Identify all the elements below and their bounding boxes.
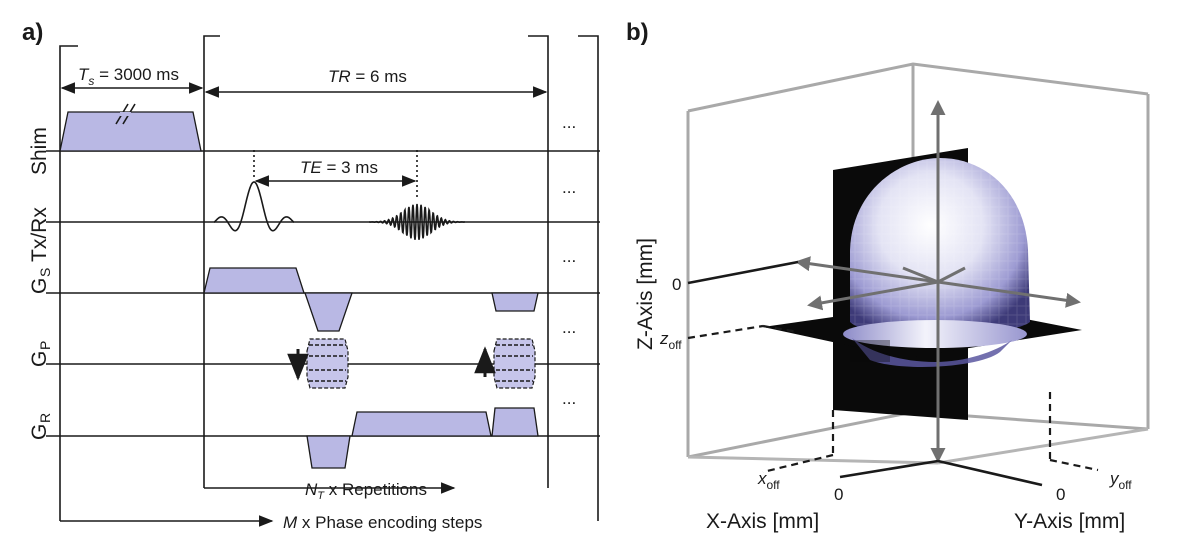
z-zero-label: 0 xyxy=(672,275,681,294)
channel-labels: Tx/Rx Shim G S G P G R xyxy=(28,127,53,440)
te-label: TE = 3 ms xyxy=(300,158,378,177)
repetitions-label: NT x Repetitions xyxy=(305,480,427,502)
panel-b-label: b) xyxy=(626,19,649,46)
svg-text:TR = 6 ms: TR = 6 ms xyxy=(328,67,407,86)
coordinate-axes xyxy=(795,100,1081,463)
svg-text:...: ... xyxy=(562,389,576,408)
panel-a: a) Tx/Rx Shim G S G P G R xyxy=(22,19,600,532)
y-axis-label: Y-Axis [mm] xyxy=(1014,510,1125,533)
svg-text:G: G xyxy=(28,351,51,367)
svg-text:P: P xyxy=(37,341,53,350)
channel-label-txrx: Tx/Rx xyxy=(28,207,51,262)
x-offset-label: xoff xyxy=(757,469,780,492)
svg-text:Ts = 3000 ms: Ts = 3000 ms xyxy=(78,65,179,88)
tr-annotation: TR = 6 ms xyxy=(204,67,548,98)
readout-gradient xyxy=(306,407,539,469)
channel-label-gr: G R xyxy=(28,413,53,440)
rf-signals: TE = 3 ms xyxy=(213,150,465,240)
x-zero-label: 0 xyxy=(834,485,843,504)
reference-lines xyxy=(687,260,1099,487)
panel-a-label: a) xyxy=(22,19,43,46)
phase-gradient xyxy=(287,338,536,389)
y-zero-label: 0 xyxy=(1056,485,1065,504)
shim-pulse xyxy=(59,103,202,152)
svg-text:S: S xyxy=(37,268,53,277)
continuation-dots: ... ... ... ... ... xyxy=(562,113,576,408)
bounding-box-front xyxy=(687,427,1149,465)
timing-brackets xyxy=(59,35,599,527)
svg-text:G: G xyxy=(28,424,51,440)
channel-label-gp: G P xyxy=(28,341,53,367)
x-axis-label: X-Axis [mm] xyxy=(706,510,819,533)
svg-text:R: R xyxy=(37,413,53,423)
phase-steps-label: M x Phase encoding steps xyxy=(283,513,482,532)
svg-text:...: ... xyxy=(562,178,576,197)
ts-annotation: Ts = 3000 ms xyxy=(60,65,204,94)
svg-text:G: G xyxy=(28,278,51,294)
slice-gradient xyxy=(203,267,539,332)
echo-signal xyxy=(369,203,465,240)
svg-text:...: ... xyxy=(562,318,576,337)
svg-text:...: ... xyxy=(562,113,576,132)
y-offset-label: yoff xyxy=(1109,469,1132,492)
z-axis-label: Z-Axis [mm] xyxy=(634,238,657,350)
svg-text:...: ... xyxy=(562,247,576,266)
panel-b: b) xyxy=(626,19,1150,533)
channel-label-shim: Shim xyxy=(28,127,51,175)
rf-excitation-pulse xyxy=(213,181,295,232)
z-offset-label: zoff xyxy=(659,329,682,352)
channel-label-gs: G S xyxy=(28,268,53,294)
